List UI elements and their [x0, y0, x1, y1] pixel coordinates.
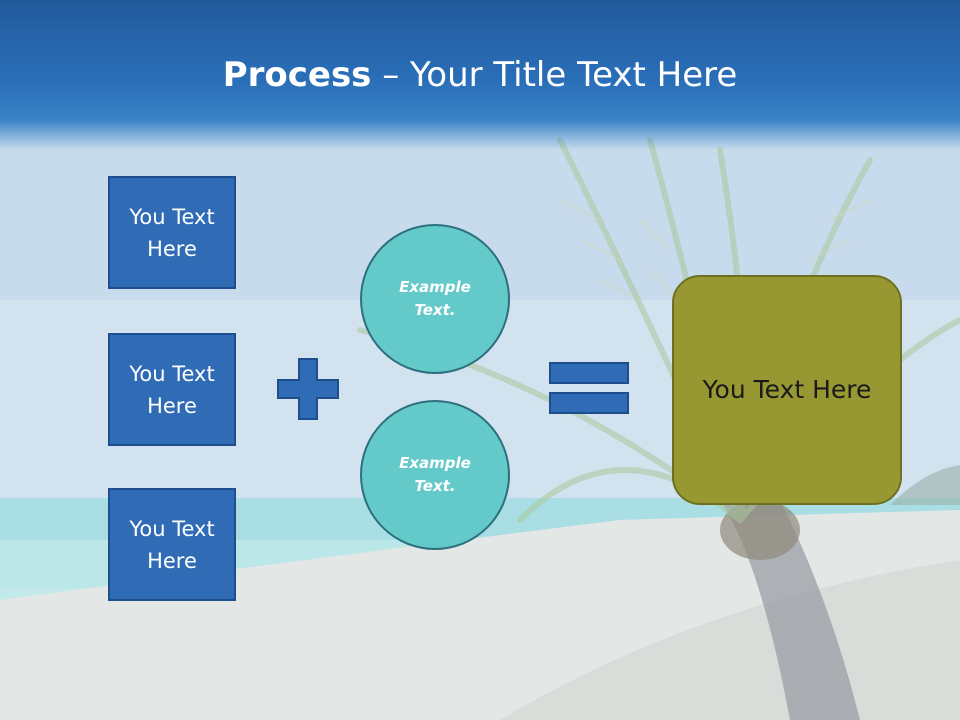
input-box-2[interactable]: You Text Here [108, 333, 236, 446]
input-box-3[interactable]: You Text Here [108, 488, 236, 601]
plus-icon [277, 358, 339, 420]
input-box-3-label: You Text Here [129, 516, 215, 573]
title-rest: – Your Title Text Here [371, 55, 738, 95]
input-box-1[interactable]: You Text Here [108, 176, 236, 289]
example-circle-1[interactable]: Example Text. [360, 224, 510, 374]
title-bold: Process [222, 55, 372, 95]
input-box-2-label: You Text Here [129, 361, 215, 418]
example-circle-1-label: Example Text. [399, 278, 471, 319]
result-box-label: You Text Here [702, 375, 872, 404]
title-band [0, 0, 960, 150]
slide-title: Process – Your Title Text Here [0, 52, 960, 98]
equals-icon [549, 362, 629, 414]
result-box[interactable]: You Text Here [672, 275, 902, 505]
input-box-1-label: You Text Here [129, 204, 215, 261]
example-circle-2[interactable]: Example Text. [360, 400, 510, 550]
example-circle-2-label: Example Text. [399, 454, 471, 495]
